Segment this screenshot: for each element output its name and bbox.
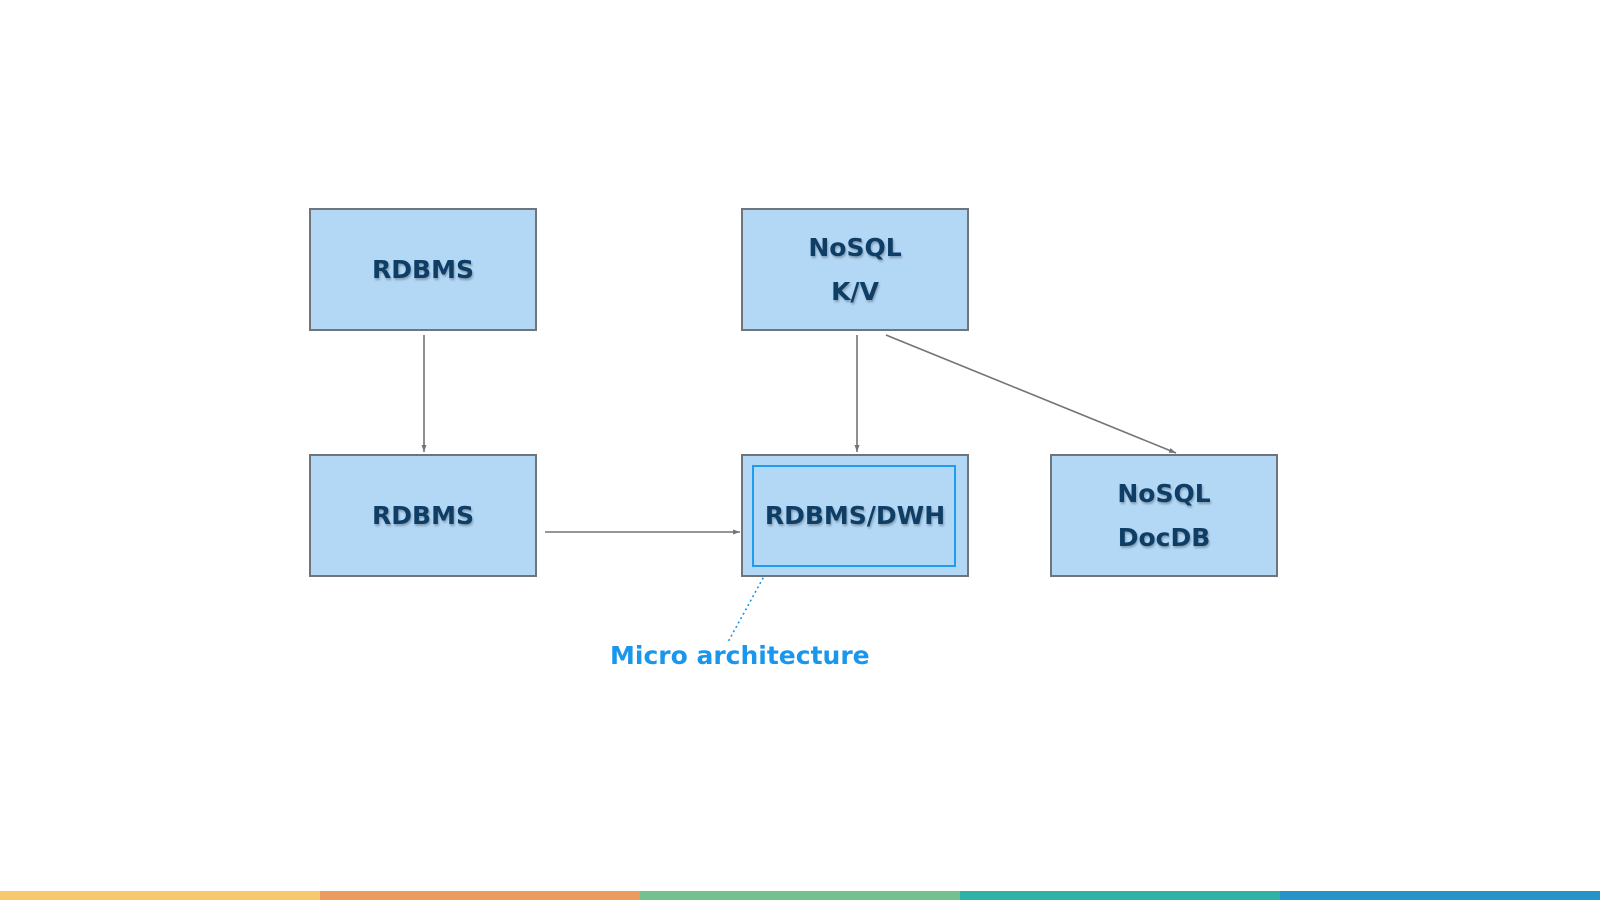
node-label-line: RDBMS [372, 500, 474, 530]
accent-segment-blue [1280, 891, 1600, 900]
node-label-line: NoSQL [808, 232, 902, 262]
node-label-line: RDBMS [372, 254, 474, 284]
footer-accent-bar [0, 891, 1600, 900]
node-rdbms-target[interactable]: RDBMS [309, 454, 537, 577]
node-nosql-docdb[interactable]: NoSQL DocDB [1050, 454, 1278, 577]
node-rdbms-source[interactable]: RDBMS [309, 208, 537, 331]
node-label-line: RDBMS/DWH [764, 500, 946, 530]
accent-segment-green [640, 891, 960, 900]
accent-segment-yellow [0, 891, 320, 900]
accent-segment-teal [960, 891, 1280, 900]
node-label-line: NoSQL [1117, 478, 1211, 508]
node-label-line: K/V [831, 276, 879, 306]
node-nosql-kv[interactable]: NoSQL K/V [741, 208, 969, 331]
edge-nosql-kv-to-nosql-docdb [885, 334, 1177, 454]
node-rdbms-dwh[interactable]: RDBMS/DWH [741, 454, 969, 577]
annotation-leader-line [727, 568, 769, 643]
node-label-line: DocDB [1117, 522, 1211, 552]
accent-segment-orange [320, 891, 640, 900]
annotation-micro-architecture: Micro architecture [610, 641, 870, 670]
